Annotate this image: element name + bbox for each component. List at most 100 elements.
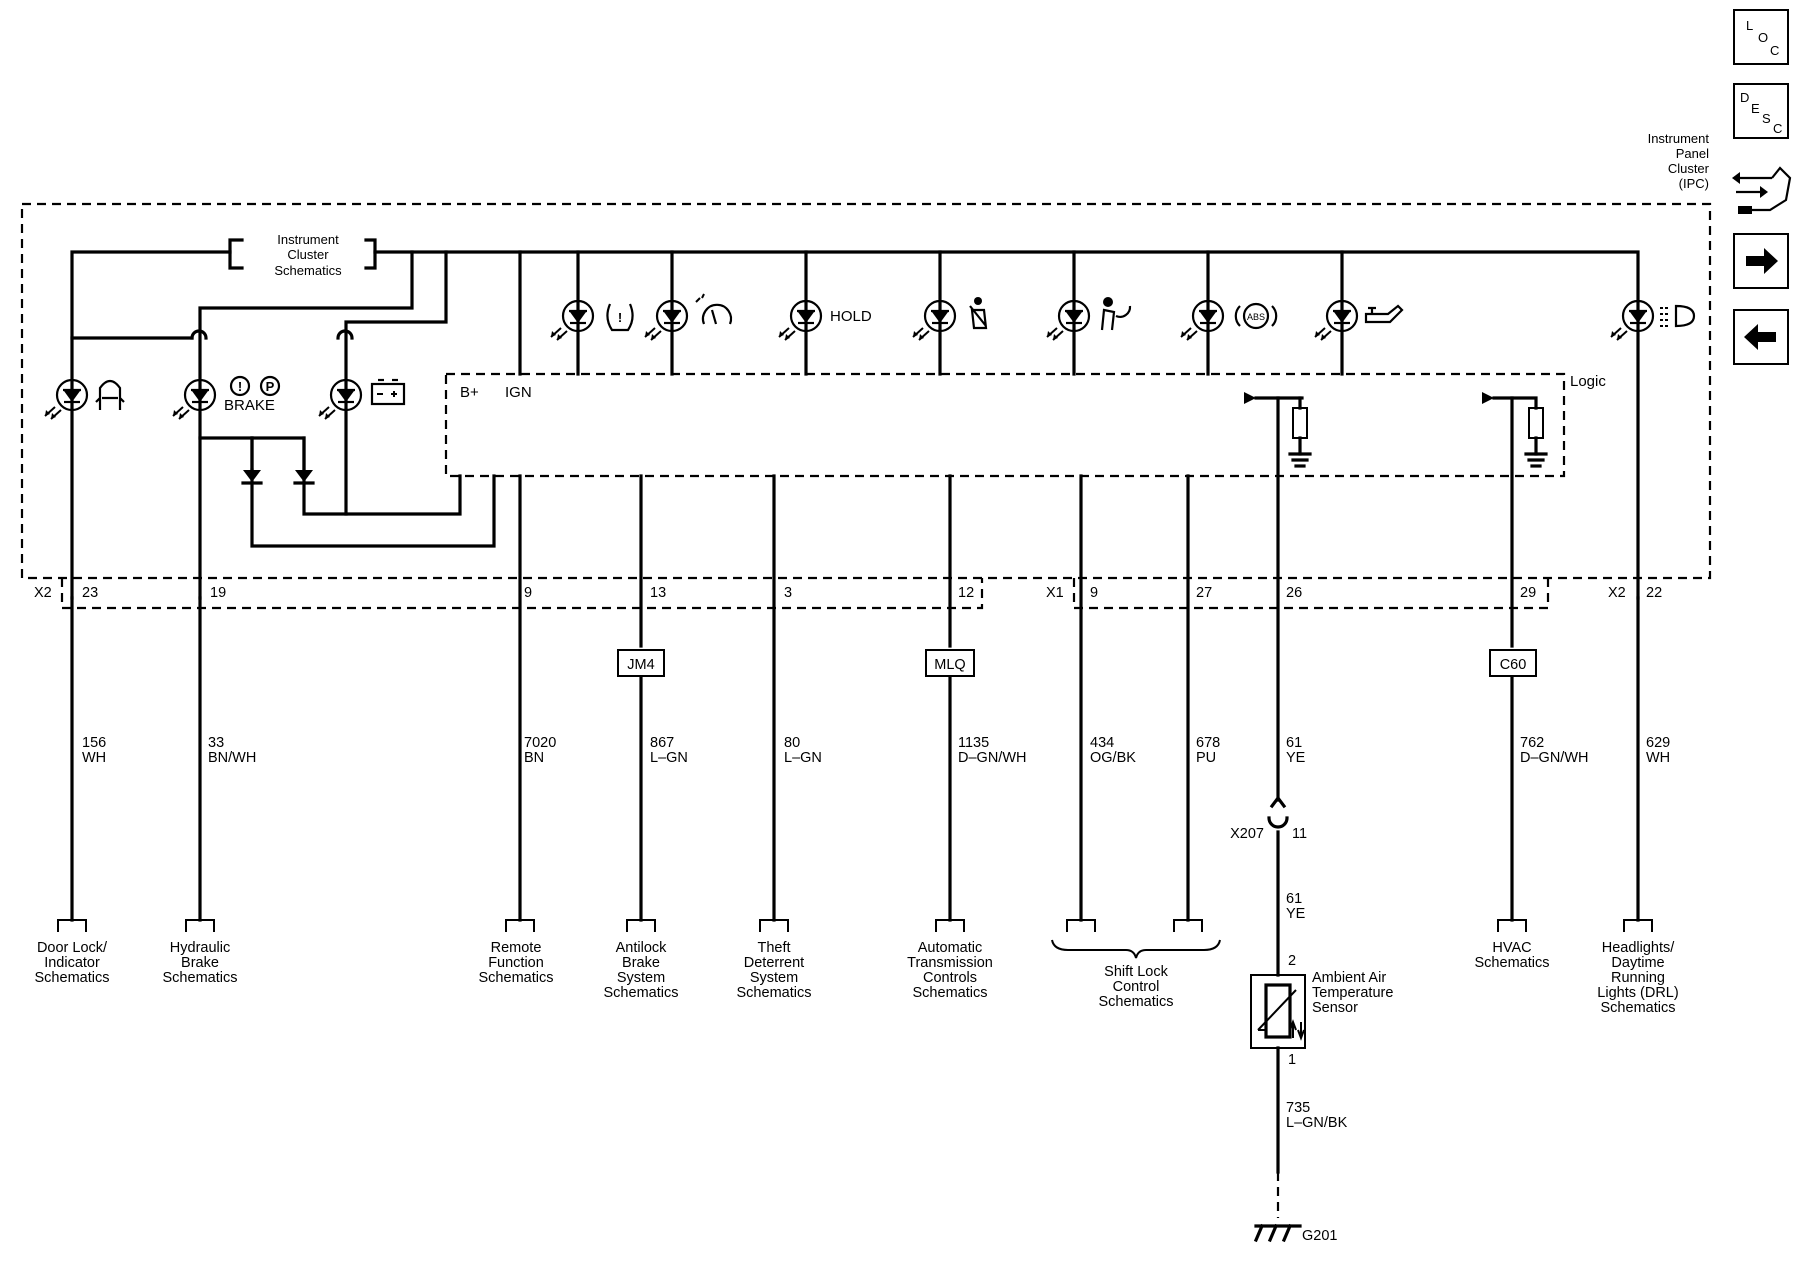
ipc-title-line-2: Panel <box>1676 146 1709 161</box>
headlamp-lamp <box>1609 299 1655 342</box>
wire-33-number: 33 <box>208 735 224 751</box>
option-jm4: JM4 <box>617 649 665 677</box>
wire-629-number: 629 <box>1646 735 1670 751</box>
dest-auto-transmission[interactable]: Automatic Transmission Controls Schemati… <box>907 919 993 1001</box>
dest-hvac[interactable]: HVAC Schematics <box>1475 919 1550 971</box>
headlights-line-1: Headlights/ <box>1602 940 1676 956</box>
prev-page-button[interactable] <box>1733 309 1789 365</box>
ipc-title-line-3: Cluster <box>1668 161 1710 176</box>
sensor-name-line-1: Ambient Air <box>1312 970 1386 986</box>
wire-1135-number: 1135 <box>958 735 989 751</box>
loc-button[interactable]: L O C <box>1733 9 1789 65</box>
dest-door-lock[interactable]: Door Lock/ Indicator Schematics <box>35 919 110 986</box>
brake-diode-1 <box>241 436 263 485</box>
theft-line-1: Theft <box>757 940 790 956</box>
wire-678-number: 678 <box>1196 735 1220 751</box>
antilock-line-4: Schematics <box>604 985 679 1001</box>
wire-1135-color: D–GN/WH <box>958 750 1026 766</box>
ambient-air-temp-sensor: 2 1 Ambient Air Temperature Sensor <box>1250 953 1393 1068</box>
hvac-line-2: Schematics <box>1475 955 1550 971</box>
pin-13: 13 <box>650 585 666 601</box>
headlights-line-5: Schematics <box>1601 1000 1676 1016</box>
dest-antilock-brake[interactable]: Antilock Brake System Schematics <box>604 919 679 1001</box>
loc-letter-1: L <box>1746 18 1753 33</box>
theft-line-4: Schematics <box>737 985 812 1001</box>
pin-23: 23 <box>82 585 98 601</box>
next-page-button[interactable] <box>1733 233 1789 289</box>
wire-61b-color: YE <box>1286 906 1306 922</box>
tire-pressure-icon: ! <box>606 303 634 332</box>
door-lock-line-3: Schematics <box>35 970 110 986</box>
battery-lamp <box>317 378 363 421</box>
ipc-module-title: Instrument Panel Cluster (IPC) <box>1648 131 1710 191</box>
antilock-line-3: System <box>617 970 665 986</box>
x1-label: X1 <box>1046 585 1064 601</box>
door-lock-line-2: Indicator <box>44 955 100 971</box>
svg-text:!: ! <box>238 379 242 394</box>
transmission-line-2: Transmission <box>907 955 993 971</box>
pin-26: 26 <box>1286 585 1302 601</box>
desc-letter-4: C <box>1773 121 1782 136</box>
dest-remote-function[interactable]: Remote Function Schematics <box>479 919 554 986</box>
loc-button-frame <box>1733 9 1789 65</box>
option-mlq: MLQ <box>925 649 975 677</box>
connector-plug-icon[interactable] <box>1732 166 1792 214</box>
headlights-line-2: Daytime <box>1611 955 1664 971</box>
logic-input-pullup-26 <box>1244 392 1312 468</box>
antilock-line-2: Brake <box>622 955 660 971</box>
wire-61a-number: 61 <box>1286 735 1302 751</box>
dest-theft-deterrent[interactable]: Theft Deterrent System Schematics <box>737 919 812 1001</box>
traction-control-lamp <box>643 299 689 342</box>
traction-control-off-icon <box>695 293 733 325</box>
wire-867-number: 867 <box>650 735 674 751</box>
wire-735-number: 735 <box>1286 1100 1310 1116</box>
brake-label: BRAKE <box>224 397 275 414</box>
seatbelt-icon <box>969 297 988 330</box>
cluster-ref-line-3: Schematics <box>274 263 342 278</box>
x2-left-label: X2 <box>34 585 52 601</box>
shift-lock-line-3: Schematics <box>1099 994 1174 1010</box>
pin-3: 3 <box>784 585 792 601</box>
transmission-line-3: Controls <box>923 970 977 986</box>
dest-headlights-drl[interactable]: Headlights/ Daytime Running Lights (DRL)… <box>1597 919 1679 1016</box>
wire-156-number: 156 <box>82 735 106 751</box>
wire-33-color: BN/WH <box>208 750 256 766</box>
abs-label: ABS <box>1247 312 1265 322</box>
pin-22: 22 <box>1646 585 1662 601</box>
hold-label: HOLD <box>830 308 872 325</box>
connector-x1-shell <box>1072 578 1550 610</box>
sensor-name-line-2: Temperature <box>1312 985 1393 1001</box>
logic-label: Logic <box>1570 373 1606 390</box>
transmission-line-4: Schematics <box>913 985 988 1001</box>
remote-function-line-1: Remote <box>491 940 542 956</box>
option-mlq-label: MLQ <box>934 657 965 673</box>
cluster-ref-line-2: Cluster <box>287 247 329 262</box>
arrow-right-icon <box>1746 248 1778 274</box>
sensor-name-line-3: Sensor <box>1312 1000 1358 1016</box>
theft-line-2: Deterrent <box>744 955 804 971</box>
remote-function-line-2: Function <box>488 955 544 971</box>
headlights-line-3: Running <box>1611 970 1665 986</box>
abs-icon: ABS <box>1234 302 1278 330</box>
abs-lamp <box>1179 299 1225 342</box>
ipc-module-boundary <box>20 202 1712 580</box>
pin-27: 27 <box>1196 585 1212 601</box>
oil-pressure-icon <box>1364 304 1404 324</box>
dest-shift-lock[interactable]: Shift Lock Control Schematics <box>1051 919 1221 1010</box>
sensor-pin-2: 2 <box>1288 953 1296 969</box>
connector-pin-labels: X2 23 19 9 13 3 12 X1 9 27 26 29 X2 22 <box>34 585 1662 601</box>
desc-letter-3: S <box>1762 111 1771 126</box>
pin-9b: 9 <box>1090 585 1098 601</box>
airbag-lamp <box>1045 299 1091 342</box>
bplus-label: B+ <box>460 384 479 401</box>
loc-letter-3: C <box>1770 43 1779 58</box>
battery-icon <box>370 378 406 406</box>
logic-block <box>444 372 1566 478</box>
hold-lamp <box>777 299 823 342</box>
loc-letter-2: O <box>1758 30 1768 45</box>
desc-button[interactable]: D E S C <box>1733 83 1789 139</box>
oil-pressure-lamp <box>1313 299 1359 342</box>
dest-hydraulic-brake[interactable]: Hydraulic Brake Schematics <box>163 919 238 986</box>
connector-x2-shell-left <box>60 578 984 610</box>
